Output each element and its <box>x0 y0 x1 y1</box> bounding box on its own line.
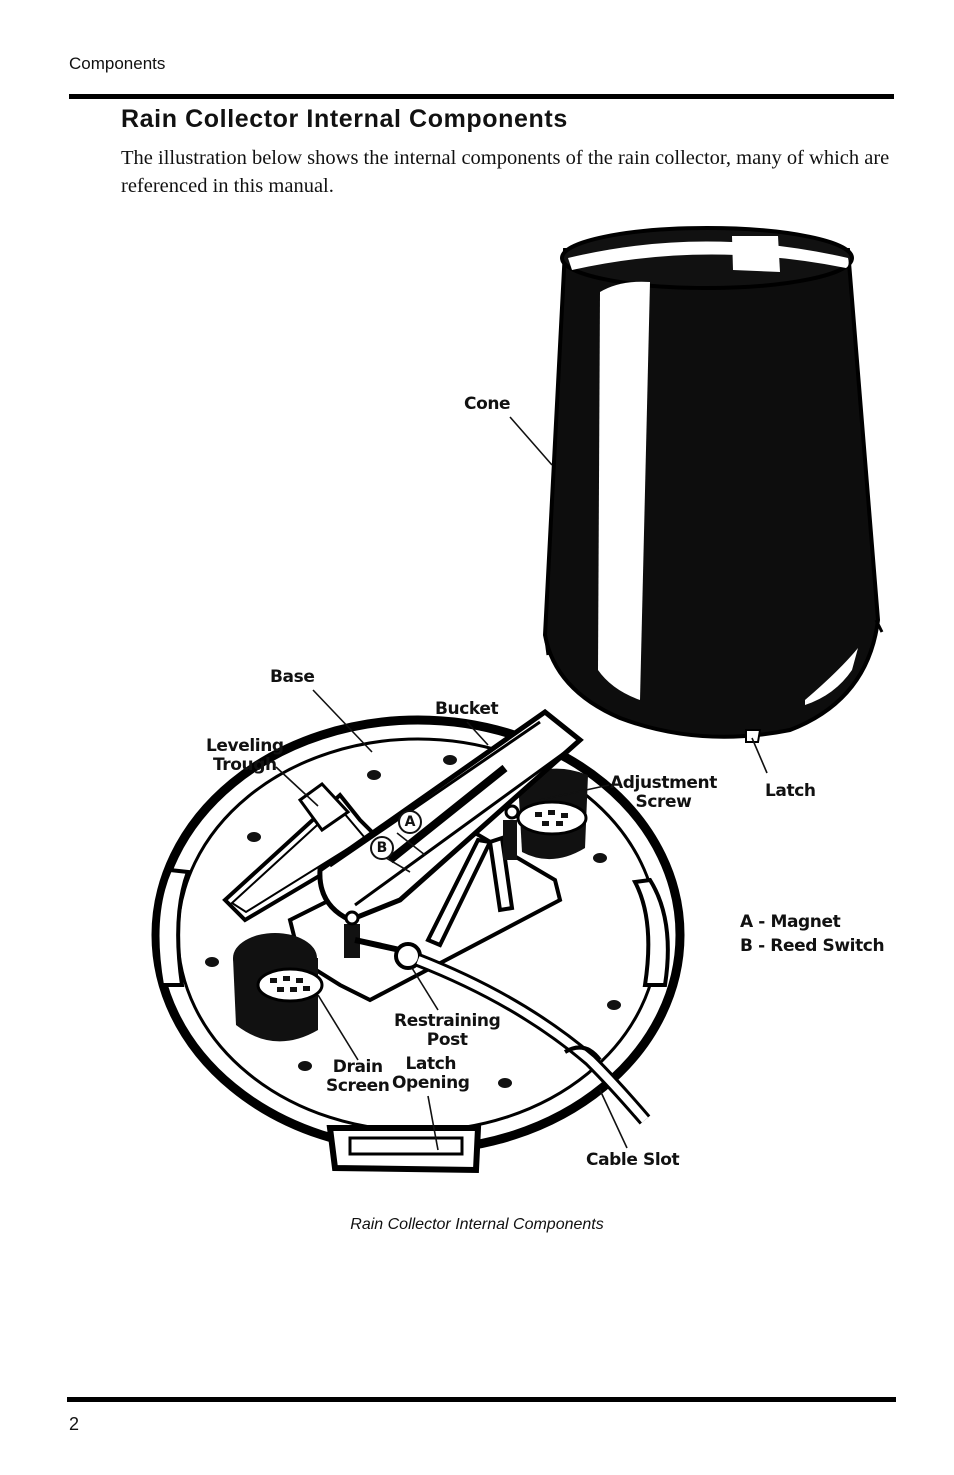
label-restraining-post: Restraining Post <box>394 1011 501 1050</box>
label-base: Base <box>270 667 315 687</box>
label-bucket: Bucket <box>435 699 499 719</box>
label-cone: Cone <box>464 394 511 414</box>
label-adjustment-screw-line2: Screw <box>635 792 692 812</box>
header-rule <box>69 94 894 99</box>
label-leveling-trough-line2: Trough <box>212 755 277 775</box>
label-drain-screen-line2: Screen <box>326 1076 390 1096</box>
label-leveling-trough-line1: Leveling <box>206 736 284 756</box>
cone-drawing <box>542 226 884 743</box>
label-cable-slot: Cable Slot <box>586 1150 680 1170</box>
marker-b: B <box>370 836 394 860</box>
label-latch-opening-line2: Opening <box>392 1073 470 1093</box>
label-adjustment-screw-line1: Adjustment <box>610 773 717 793</box>
legend-item-reed-switch: B - Reed Switch <box>740 936 885 956</box>
label-latch: Latch <box>765 781 816 801</box>
figure-caption: Rain Collector Internal Components <box>350 1216 604 1233</box>
page-number: 2 <box>69 1414 80 1434</box>
label-restraining-post-line1: Restraining <box>394 1011 501 1031</box>
legend-item-magnet: A - Magnet <box>740 912 841 932</box>
label-restraining-post-line2: Post <box>426 1030 468 1050</box>
intro-paragraph: The illustration below shows the interna… <box>121 147 890 197</box>
running-header: Components <box>69 54 166 73</box>
marker-a: A <box>398 810 422 834</box>
label-drain-screen-line1: Drain <box>332 1057 383 1077</box>
base-drawing <box>151 708 685 1174</box>
footer-rule <box>67 1397 896 1402</box>
label-latch-opening: Latch Opening <box>392 1055 470 1093</box>
figure-legend: A - Magnet B - Reed Switch <box>740 910 885 958</box>
label-adjustment-screw: Adjustment Screw <box>610 774 717 812</box>
leader-lines <box>275 416 768 1151</box>
section-title: Rain Collector Internal Components <box>121 105 568 133</box>
label-latch-opening-line1: Latch <box>405 1054 457 1074</box>
label-leveling-trough: Leveling Trough <box>206 737 284 775</box>
label-drain-screen: Drain Screen <box>326 1057 390 1096</box>
